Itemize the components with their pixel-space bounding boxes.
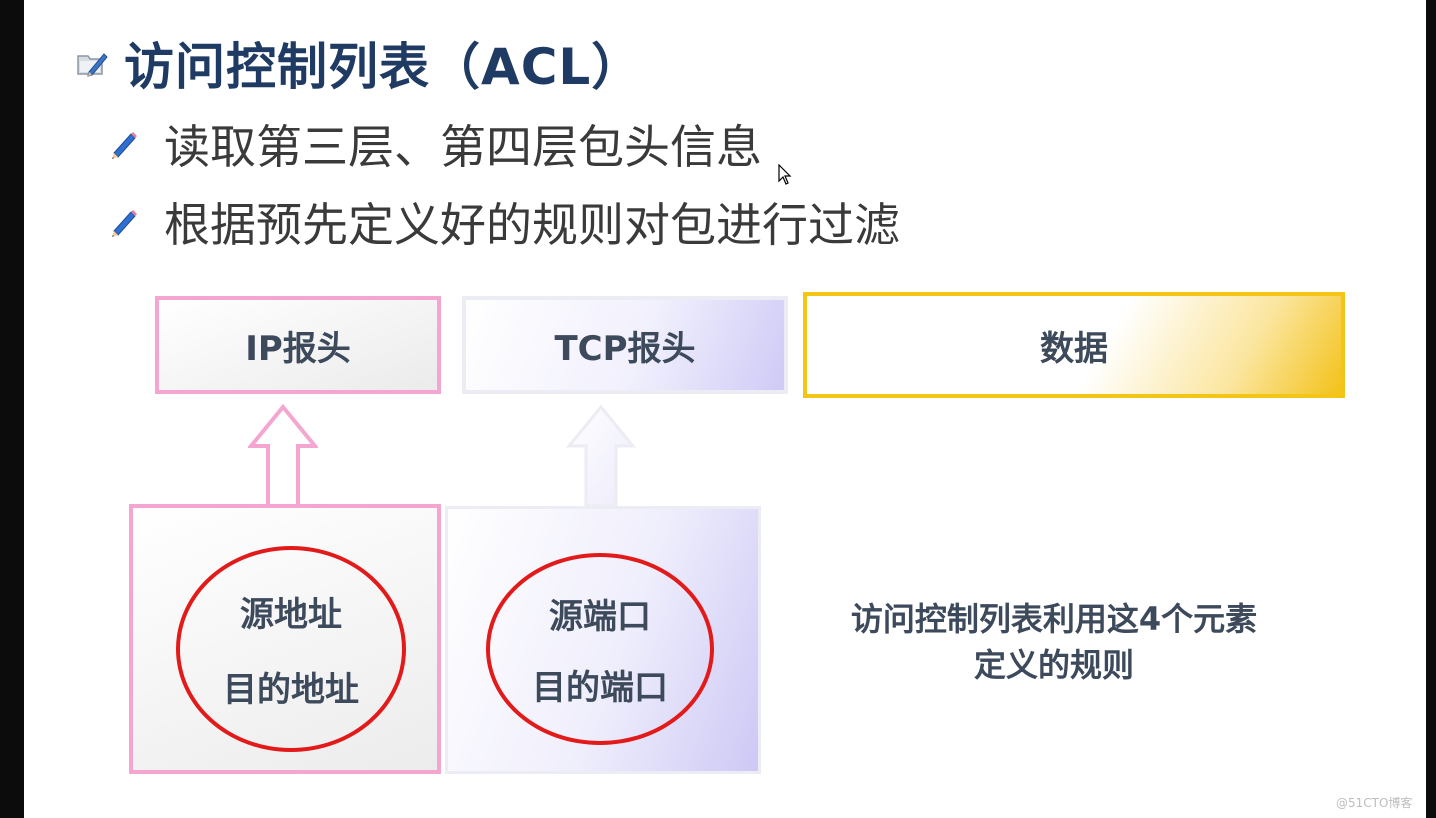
pencil-icon bbox=[112, 132, 137, 159]
tcp-header-box: TCP报头 bbox=[462, 296, 788, 394]
destination-port-label: 目的端口 bbox=[532, 668, 668, 708]
up-arrow-icon bbox=[248, 404, 318, 508]
bullet-text: 读取第三层、第四层包头信息 bbox=[164, 120, 762, 174]
ip-fields-panel: 源地址 目的地址 bbox=[129, 504, 441, 774]
destination-address-label: 目的地址 bbox=[223, 670, 359, 711]
acl-note-line: 定义的规则 bbox=[973, 646, 1134, 684]
slide-title: 访问控制列表（ACL） bbox=[124, 38, 643, 96]
bullet-item: 读取第三层、第四层包头信息 bbox=[108, 114, 762, 174]
bullet-text: 根据预先定义好的规则对包进行过滤 bbox=[164, 198, 900, 252]
video-frame-left-border bbox=[0, 0, 24, 818]
video-frame-right-border bbox=[1426, 0, 1436, 818]
up-arrow-icon bbox=[566, 404, 636, 508]
source-port-label: 源端口 bbox=[549, 597, 651, 637]
mouse-cursor-icon bbox=[778, 164, 792, 185]
ip-fields-oval: 源地址 目的地址 bbox=[176, 546, 406, 752]
watermark: @51CTO博客 bbox=[1336, 796, 1413, 810]
folder-pencil-icon bbox=[77, 53, 108, 77]
ip-header-box: IP报头 bbox=[155, 296, 441, 394]
slide-title-row: 访问控制列表（ACL） bbox=[76, 30, 642, 96]
acl-note-line: 访问控制列表利用这4个元素 bbox=[850, 600, 1258, 638]
acl-note: 访问控制列表利用这4个元素 定义的规则 bbox=[790, 596, 1318, 688]
data-box: 数据 bbox=[803, 292, 1345, 398]
tcp-fields-panel: 源端口 目的端口 bbox=[445, 506, 761, 774]
pencil-icon bbox=[112, 210, 137, 237]
source-address-label: 源地址 bbox=[240, 594, 342, 635]
bullet-item: 根据预先定义好的规则对包进行过滤 bbox=[108, 192, 900, 252]
tcp-fields-oval: 源端口 目的端口 bbox=[486, 553, 714, 745]
